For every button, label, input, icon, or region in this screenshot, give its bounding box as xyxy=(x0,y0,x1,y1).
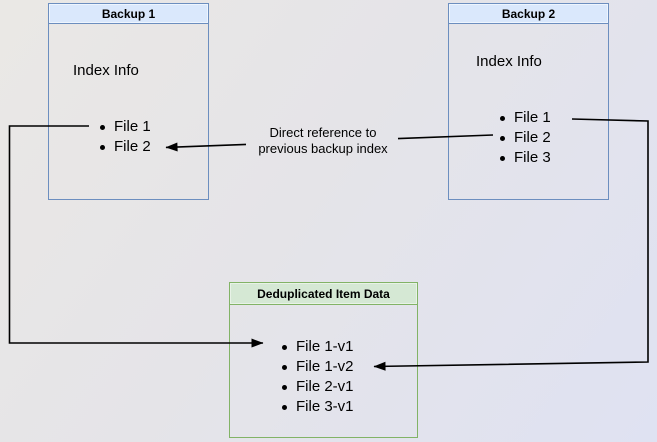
file-list-item: File 3 xyxy=(499,148,551,168)
file-list-item: File 3-v1 xyxy=(281,397,354,417)
file-list-item: File 2-v1 xyxy=(281,377,354,397)
backup1-index-info-label: Index Info xyxy=(73,62,139,79)
dedup-title: Deduplicated Item Data xyxy=(230,283,417,305)
file-list-item: File 2 xyxy=(499,128,551,148)
backup1-title: Backup 1 xyxy=(49,4,208,24)
backup2-index-info-label: Index Info xyxy=(476,53,542,70)
file-list-item: File 2 xyxy=(99,137,151,157)
file-list-item: File 1-v2 xyxy=(281,357,354,377)
file-list-item: File 1 xyxy=(499,108,551,128)
backup2-title: Backup 2 xyxy=(449,4,608,24)
file-list-item: File 1-v1 xyxy=(281,337,354,357)
file-list-item: File 1 xyxy=(99,117,151,137)
reference-annotation: Direct reference to previous backup inde… xyxy=(258,125,388,156)
